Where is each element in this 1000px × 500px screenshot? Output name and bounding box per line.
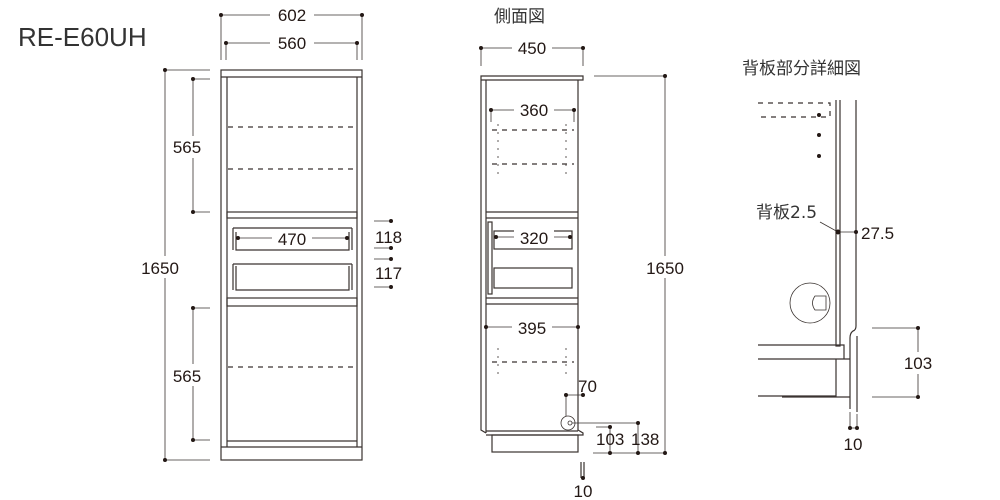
dim-width-inner: 560 — [278, 34, 306, 53]
dim-outlet-103: 103 — [596, 430, 624, 449]
dim-upper-section: 565 — [173, 138, 201, 157]
dim-drawer-width: 470 — [278, 230, 306, 249]
dim-outlet-offset: 70 — [578, 377, 597, 396]
front-view: 602 560 1650 565 565 470 118 117 — [140, 5, 402, 462]
dim-drawer-lower: 117 — [375, 264, 402, 283]
dim-back-gap: 27.5 — [861, 224, 894, 243]
side-view: 側面図 450 360 320 395 1650 70 103 — [479, 7, 686, 500]
dim-drawer-depth: 320 — [520, 229, 548, 248]
dim-detail-bottom-gap: 10 — [844, 435, 863, 454]
detail-title: 背板部分詳細図 — [742, 59, 861, 79]
back-panel-label: 背板2.5 — [756, 203, 817, 223]
dim-drawer-upper: 118 — [375, 228, 402, 247]
dim-plinth-height: 103 — [904, 354, 932, 373]
dim-width-outer: 602 — [278, 6, 306, 25]
dim-outlet-138: 138 — [631, 430, 659, 449]
side-view-title: 側面図 — [494, 7, 545, 27]
dim-depth: 450 — [518, 39, 546, 58]
model-name: RE-E60UH — [18, 22, 147, 52]
dim-inner-depth-upper: 360 — [520, 101, 548, 120]
dim-height-front: 1650 — [141, 259, 179, 278]
dim-lower-section: 565 — [173, 367, 201, 386]
dim-side-bottom-gap: 10 — [574, 482, 593, 500]
dim-height-side: 1650 — [646, 259, 684, 278]
back-panel-detail: 背板部分詳細図 背板2.5 27.5 103 10 — [742, 59, 938, 454]
dim-inner-depth-lower: 395 — [518, 319, 546, 338]
